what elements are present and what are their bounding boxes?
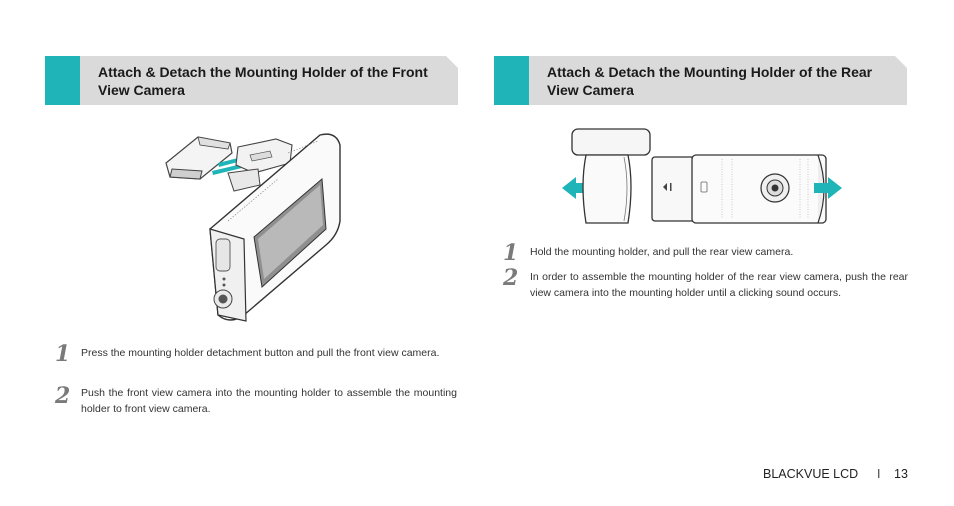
- step-text-rear-2: In order to assemble the mounting holder…: [530, 271, 908, 299]
- step-text-front-1: Press the mounting holder detachment but…: [81, 347, 440, 359]
- step-text-rear-1: Hold the mounting holder, and pull the r…: [530, 246, 794, 258]
- footer-separator: I: [877, 467, 881, 481]
- footer-brand: BLACKVUE LCD: [763, 467, 859, 481]
- section-header-rear: Attach & Detach the Mounting Holder of t…: [494, 56, 907, 105]
- rear-camera-body-icon: [651, 154, 827, 224]
- step-text-front-2: Push the front view camera into the moun…: [81, 387, 457, 415]
- arrow-right-icon: [814, 177, 842, 199]
- arrow-left-icon: [562, 177, 590, 199]
- step-number-rear-1: 1: [503, 240, 519, 266]
- front-camera-illustration: [165, 133, 341, 322]
- header-accent-bar: [45, 56, 80, 105]
- step-number-rear-2: 2: [503, 265, 519, 291]
- section-title-front: Attach & Detach the Mounting Holder of t…: [98, 64, 428, 98]
- header-accent-bar: [494, 56, 529, 105]
- mounting-holder-icon: [165, 136, 233, 180]
- rear-mounting-holder-icon: [571, 128, 651, 224]
- step-number-front-2: 2: [55, 383, 71, 409]
- front-camera-body-icon: [209, 133, 341, 322]
- step-number-front-1: 1: [55, 341, 71, 367]
- page-number: 13: [894, 467, 908, 481]
- section-header-front: Attach & Detach the Mounting Holder of t…: [45, 56, 458, 105]
- section-title-rear: Attach & Detach the Mounting Holder of t…: [547, 64, 873, 98]
- rear-camera-illustration: [562, 128, 842, 224]
